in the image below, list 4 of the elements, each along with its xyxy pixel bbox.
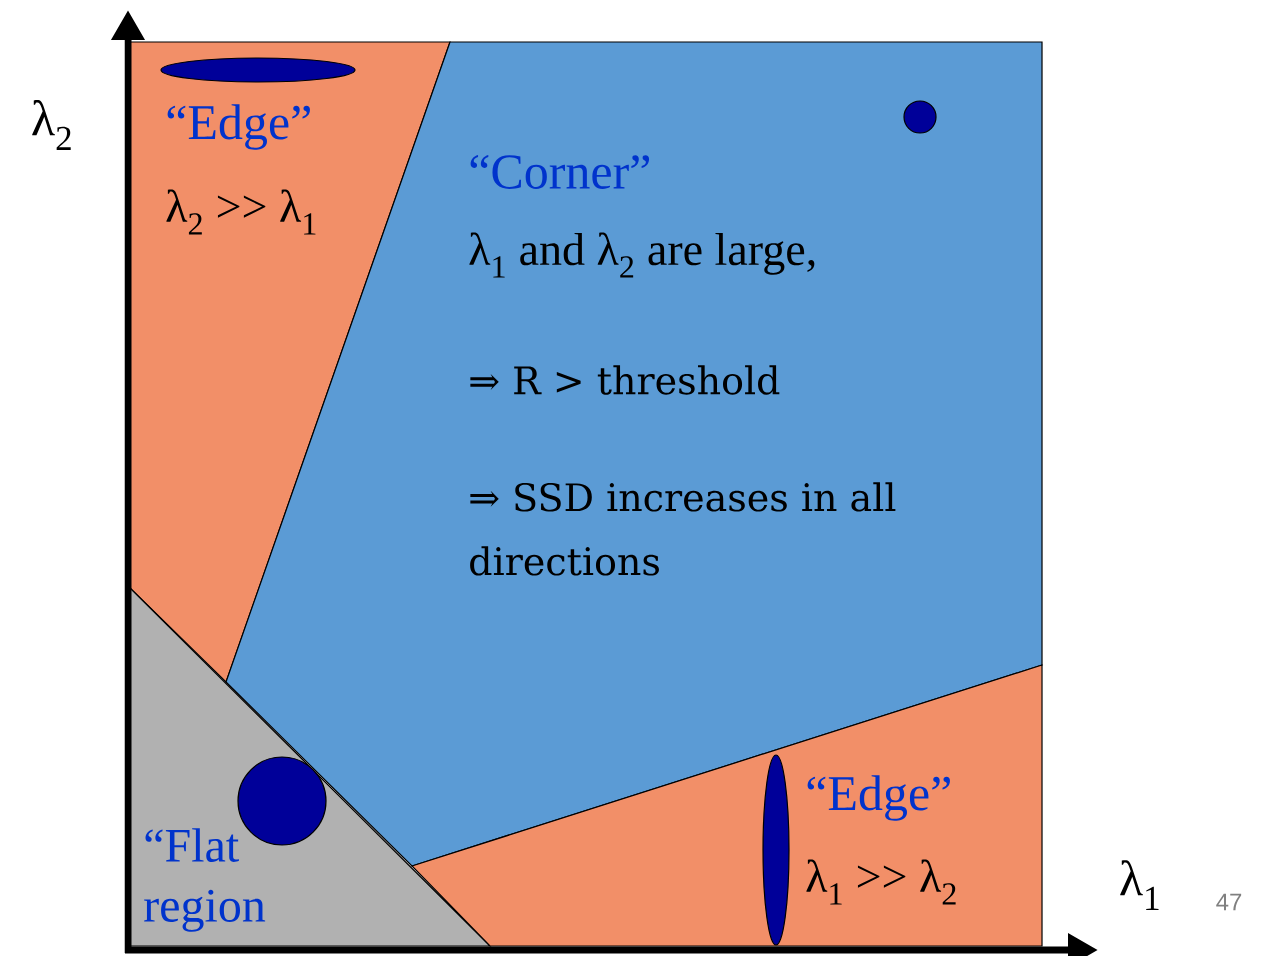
region-panel: “Edge” λ$_{2}$ >> λ$_{1}$ — [129, 41, 451, 684]
axis-label: λ$_{1}$ — [1120, 860, 1159, 910]
page-number: 47 — [1216, 893, 1242, 911]
axis-label: λ$_{2}$ — [32, 100, 71, 150]
